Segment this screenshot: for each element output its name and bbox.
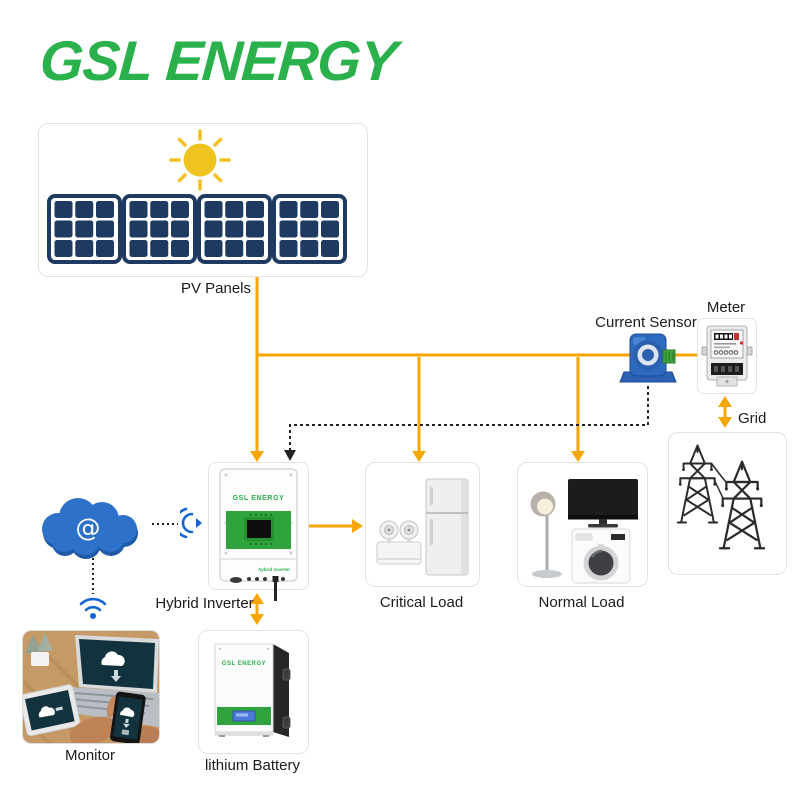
solar-panel-icon <box>272 194 347 264</box>
normal-load-label: Normal Load <box>538 594 625 611</box>
arrow-into-normal-load <box>571 451 585 462</box>
meter-box <box>697 318 757 394</box>
pv-panels-label: PV Panels <box>180 280 252 297</box>
monitor-label: Monitor <box>64 747 116 764</box>
hybrid-inverter-box: GSL ENERGY hybrid inverter <box>208 462 309 601</box>
solar-panel-icon <box>47 194 122 264</box>
critical-load-box <box>365 462 480 587</box>
pv-panels-box <box>38 123 368 277</box>
normal-load-box <box>517 462 648 587</box>
cloud-icon: @ <box>42 498 138 559</box>
sensor-signal-dashed-line <box>289 386 649 450</box>
electric-meter-icon <box>701 325 753 387</box>
grid-box <box>668 432 787 575</box>
arrow-sensor-into-inverter <box>284 450 296 461</box>
wifi-signal-icon <box>180 507 202 539</box>
arrow-to-grid <box>718 417 732 428</box>
inverter-brand-text: GSL ENERGY <box>233 495 285 502</box>
floor-lamp-icon <box>530 491 562 578</box>
transmission-tower-icon <box>676 444 719 524</box>
current-sensor-icon <box>619 333 677 383</box>
emergency-light-icon <box>376 520 422 565</box>
fridge-icon <box>425 478 469 576</box>
arrow-to-meter <box>718 396 732 407</box>
tablet-icon <box>23 684 81 737</box>
monitor-photo <box>22 630 160 744</box>
arrow-into-inverter <box>250 451 264 462</box>
plant-icon <box>25 633 53 666</box>
arrow-to-inverter-bottom <box>250 593 264 604</box>
hybrid-inverter-icon: GSL ENERGY hybrid inverter <box>219 468 298 601</box>
phone-icon <box>110 691 146 743</box>
washing-machine-icon <box>571 528 631 584</box>
meter-label: Meter <box>706 299 746 316</box>
inverter-antenna <box>272 576 279 601</box>
power-wires <box>711 463 727 499</box>
orange-arrowheads <box>250 396 732 625</box>
critical-load-label: Critical Load <box>379 594 464 611</box>
lithium-battery-label: lithium Battery <box>204 757 301 774</box>
grid-label: Grid <box>738 410 767 427</box>
solar-panel-icon <box>122 194 197 264</box>
wifi-icon <box>79 597 107 619</box>
solar-panel-icon <box>197 194 272 264</box>
lithium-battery-box: GSL ENERGY <box>198 630 309 754</box>
lithium-battery-icon: GSL ENERGY <box>214 643 291 737</box>
inverter-caption-text: hybrid inverter <box>258 567 290 572</box>
battery-brand-text: GSL ENERGY <box>222 661 266 667</box>
arrow-to-battery <box>250 614 264 625</box>
arrow-inverter-to-critical <box>352 519 363 533</box>
at-symbol: @ <box>76 513 101 542</box>
tv-icon <box>568 479 638 528</box>
hybrid-inverter-label: Hybrid Inverter <box>155 595 254 612</box>
sun-icon <box>169 129 231 191</box>
transmission-tower-icon <box>718 460 766 550</box>
current-sensor-label: Current Sensor <box>595 314 697 331</box>
arrow-into-critical-load <box>412 451 426 462</box>
